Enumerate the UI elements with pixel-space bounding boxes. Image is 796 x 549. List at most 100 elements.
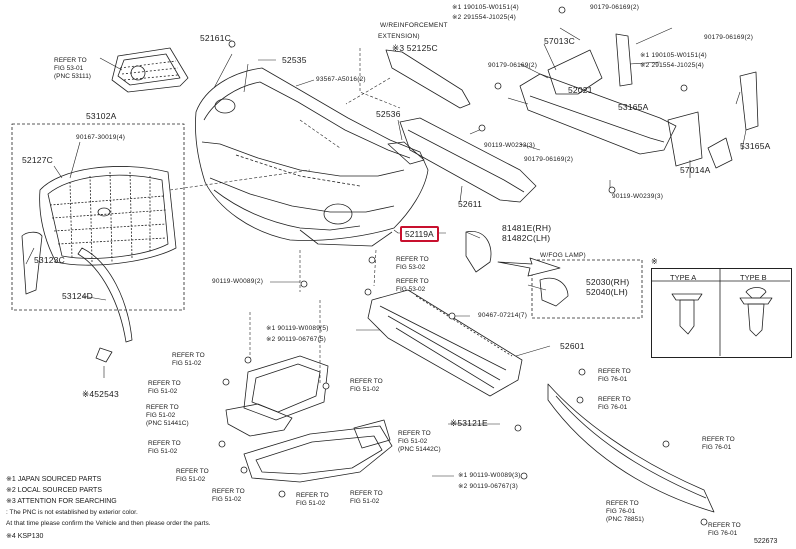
- callout-52125c[interactable]: ※3 52125C: [392, 43, 438, 53]
- fog-lamp-box: [531, 259, 643, 319]
- ref-line: REFER TO: [148, 440, 181, 447]
- refer-fig-76-01-d[interactable]: REFER TO FIG 76-01 (PNC 78851): [606, 500, 644, 524]
- callout-52536[interactable]: 52536: [376, 109, 401, 119]
- callout-53165a-1[interactable]: 53165A: [618, 102, 649, 112]
- upper-grille-illustration: [111, 47, 189, 93]
- ref-line: FIG 51-02: [398, 438, 428, 445]
- callout-90119-w0089-mid[interactable]: ※1 90119-W0089(5): [266, 325, 329, 332]
- callout-90105-w0151-right[interactable]: ※1 190105-W0151(4): [640, 52, 707, 59]
- callout-93567-a5016[interactable]: 93567-A5016(2): [316, 76, 366, 83]
- refer-fig-51-02-d[interactable]: REFER TO FIG 51-02: [148, 440, 181, 456]
- ref-line: REFER TO: [176, 468, 209, 475]
- callout-90119-w0233[interactable]: 90119-W0233(3): [484, 142, 536, 149]
- type-b-header: TYPE B: [740, 273, 767, 282]
- lower-spoiler-edge: [555, 395, 707, 499]
- ref-line: FIG 51-02: [172, 360, 202, 367]
- callout-90119-06767-bot[interactable]: ※2 90119-06767(3): [458, 483, 519, 490]
- clip-type-b-drawing: [739, 287, 773, 337]
- refer-fig-51-02-c[interactable]: REFER TO FIG 51-02 (PNC 51441C): [146, 404, 189, 428]
- callout-57014a[interactable]: 57014A: [680, 165, 711, 175]
- callout-53124d[interactable]: 53124D: [62, 291, 93, 301]
- callout-52040-lh[interactable]: 52040(LH): [586, 287, 628, 297]
- callout-52611[interactable]: 52611: [458, 199, 483, 209]
- callout-90119-w0089-top[interactable]: 90119-W0089(2): [212, 278, 264, 285]
- callout-53123c[interactable]: 53123C: [34, 255, 65, 265]
- side-bracket-illustration: [21, 231, 43, 295]
- legend-japan-sourced: ※1 JAPAN SOURCED PARTS: [6, 476, 102, 483]
- ref-line: REFER TO: [398, 430, 431, 437]
- ref-line: FIG 76-01: [702, 444, 732, 451]
- refer-fig-51-02-e[interactable]: REFER TO FIG 51-02: [176, 468, 209, 484]
- refer-fig-76-01-e[interactable]: REFER TO FIG 76-01: [708, 522, 741, 538]
- callout-90179-06169-right[interactable]: 90179-06169(2): [590, 4, 640, 11]
- callout-452543[interactable]: ※452543: [82, 389, 119, 399]
- callout-53121e[interactable]: ※53121E: [450, 418, 488, 428]
- callout-90167-30019[interactable]: 90167-30019(4): [76, 134, 126, 141]
- splash-shield-illustration: [225, 355, 393, 483]
- callout-90119-w0089-bot[interactable]: ※1 90119-W0089(3): [458, 472, 521, 479]
- ref-line: (PNC 51441C): [146, 420, 189, 427]
- callout-81482c-lh[interactable]: 81482C(LH): [502, 233, 551, 243]
- refer-fig-51-02-h[interactable]: REFER TO FIG 51-02: [212, 488, 245, 504]
- ref-line: REFER TO: [212, 488, 245, 495]
- heading-reinforcement: W/REINFORCEMENT: [380, 22, 448, 29]
- callout-52030-rh[interactable]: 52030(RH): [586, 277, 630, 287]
- callout-52161c[interactable]: 52161C: [200, 33, 231, 43]
- callout-90105-w0151-top[interactable]: ※1 190105-W0151(4): [452, 4, 519, 11]
- refer-fig-76-01-c[interactable]: REFER TO FIG 76-01: [702, 436, 735, 452]
- refer-fig-76-01-a[interactable]: REFER TO FIG 76-01: [598, 368, 631, 384]
- callout-90179-06169-upper[interactable]: 90179-06169(2): [704, 34, 754, 41]
- clip-type-table: ※ TYPE A TYPE B: [651, 257, 792, 358]
- refer-fig-51-02-g[interactable]: REFER TO FIG 51-02 (PNC 51442C): [398, 430, 441, 454]
- refer-fig-51-02-b[interactable]: REFER TO FIG 51-02: [148, 380, 181, 396]
- ref-line: REFER TO: [606, 500, 639, 507]
- ref-line: FIG 76-01: [708, 530, 738, 537]
- lower-grille-illustration: [39, 166, 177, 266]
- callout-53102a[interactable]: 53102A: [86, 111, 117, 121]
- callout-90179-06169-lower[interactable]: 90179-06169(2): [524, 156, 574, 163]
- callout-53165a-2[interactable]: 53165A: [740, 141, 771, 151]
- refer-fig-51-02-j[interactable]: REFER TO FIG 51-02: [350, 490, 383, 506]
- ref-line: REFER TO: [350, 378, 383, 385]
- leader-lines: [25, 27, 747, 477]
- callout-90119-w0239[interactable]: 90119-W0239(3): [612, 193, 664, 200]
- seal-illustration: [95, 347, 113, 363]
- ref-line: FIG 51-02: [176, 476, 206, 483]
- fog-lamp-illustration: [539, 277, 569, 307]
- ref-line: REFER TO: [598, 396, 631, 403]
- callout-52127c[interactable]: 52127C: [22, 155, 53, 165]
- refer-fig-76-01-b[interactable]: REFER TO FIG 76-01: [598, 396, 631, 412]
- refer-fig-53-01[interactable]: REFER TO FIG 53-01 (PNC 53111): [54, 57, 91, 81]
- callout-90119-06767-mid[interactable]: ※2 90119-06767(5): [266, 336, 327, 343]
- ref-line: FIG 51-02: [212, 496, 242, 503]
- callout-90179-06169-top[interactable]: 90179-06169(2): [488, 62, 538, 69]
- ref-line: FIG 51-02: [296, 500, 326, 507]
- callout-52021[interactable]: 52021: [568, 85, 593, 95]
- callout-52119a-highlighted[interactable]: 52119A: [400, 226, 439, 242]
- callout-90467-07214[interactable]: 90467-07214(7): [478, 312, 528, 319]
- refer-fig-51-02-f[interactable]: REFER TO FIG 51-02: [350, 378, 383, 394]
- refer-fig-51-02-i[interactable]: REFER TO FIG 51-02: [296, 492, 329, 508]
- callout-52601[interactable]: 52601: [560, 341, 585, 351]
- lower-grille-box: [11, 123, 185, 311]
- refer-fig-51-02-a[interactable]: REFER TO FIG 51-02: [172, 352, 205, 368]
- typebox-mark: ※: [651, 257, 658, 266]
- callout-91554-j1025-right[interactable]: ※2 291554-J1025(4): [640, 62, 704, 69]
- callout-52535[interactable]: 52535: [282, 55, 307, 65]
- ref-line: REFER TO: [396, 278, 429, 285]
- type-a-header: TYPE A: [670, 273, 697, 282]
- callout-57013c[interactable]: 57013C: [544, 36, 575, 46]
- ref-line: FIG 51-02: [350, 498, 380, 505]
- refer-fig-53-02-a[interactable]: REFER TO FIG 53-02: [396, 256, 429, 272]
- ref-line: REFER TO: [148, 380, 181, 387]
- ref-line: FIG 51-02: [148, 448, 178, 455]
- ref-line: REFER TO: [702, 436, 735, 443]
- heading-extension: EXTENSION): [378, 33, 420, 40]
- ref-line: (PNC 78851): [606, 516, 644, 523]
- fog-cover-illustration: [465, 231, 492, 273]
- callout-81481e-rh[interactable]: 81481E(RH): [502, 223, 552, 233]
- callout-91554-j1025-top[interactable]: ※2 291554-J1025(4): [452, 14, 516, 21]
- refer-fig-53-02-b[interactable]: REFER TO FIG 53-02: [396, 278, 429, 294]
